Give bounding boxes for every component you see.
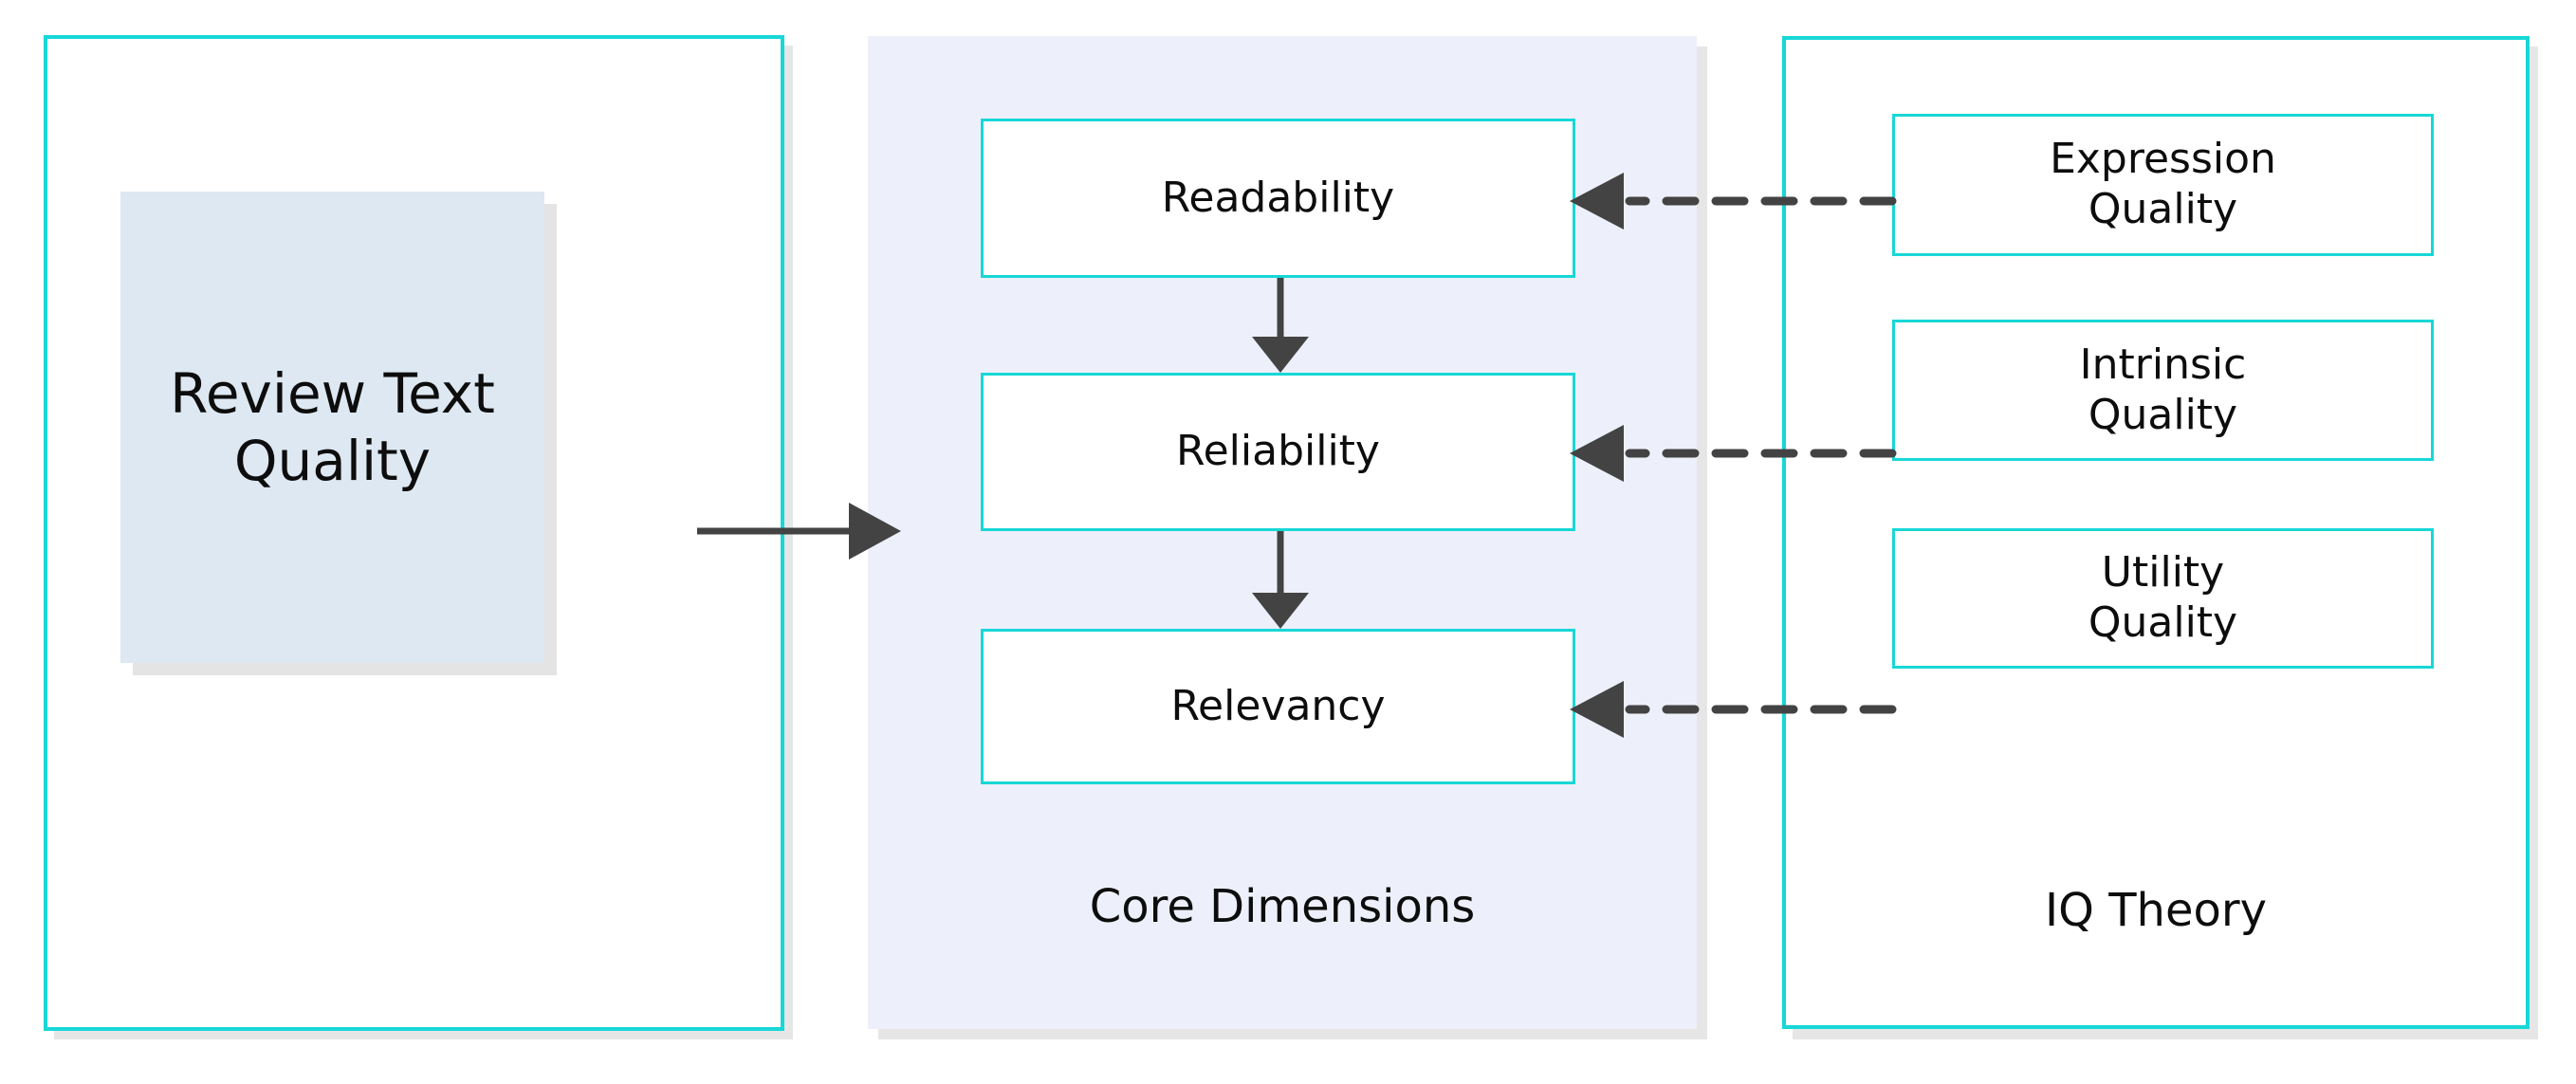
node-relevancy-label: Relevancy [1170,681,1386,730]
node-reliability-label: Reliability [1176,427,1380,476]
connector-readability-to-reliability [1252,278,1309,373]
connector-intrinsic-to-reliability [1570,425,1897,482]
node-expression-quality[interactable]: Expression Quality [1892,114,2434,256]
review-text-quality-label: Review Text Quality [170,360,495,493]
connector-source-to-core [697,503,901,560]
node-intrinsic-quality[interactable]: Intrinsic Quality [1892,320,2434,461]
connector-expression-to-readability [1570,173,1897,230]
connector-utility-to-relevancy [1570,681,1897,738]
node-relevancy[interactable]: Relevancy [981,629,1575,784]
review-text-quality-box[interactable]: Review Text Quality [120,192,544,663]
node-utility-quality[interactable]: Utility Quality [1892,528,2434,669]
node-readability-label: Readability [1161,173,1395,222]
connector-reliability-to-relevancy [1252,531,1309,629]
core-dimensions-caption: Core Dimensions [1089,880,1476,933]
node-expression-quality-label: Expression Quality [2050,135,2276,233]
iq-theory-caption: IQ Theory [2045,884,2267,937]
node-readability[interactable]: Readability [981,119,1575,278]
node-reliability[interactable]: Reliability [981,373,1575,531]
node-intrinsic-quality-label: Intrinsic Quality [2079,340,2247,439]
node-utility-quality-label: Utility Quality [2088,548,2238,647]
